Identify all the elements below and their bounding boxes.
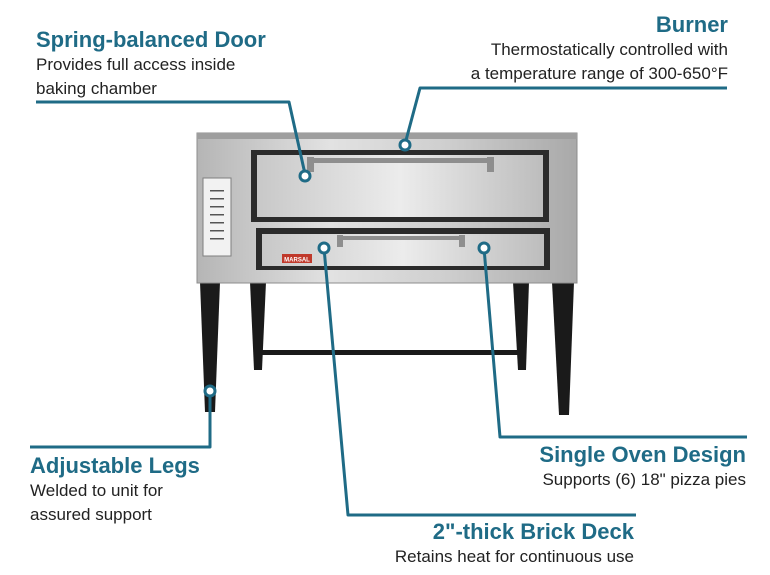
legs-leader <box>30 393 212 449</box>
leader-dots <box>203 138 491 398</box>
oven-top-strip <box>197 133 577 139</box>
upper-handle-bracket-right <box>487 157 494 172</box>
lower-door-handle <box>340 236 462 240</box>
burner-desc-line-2: a temperature range of 300-650°F <box>470 64 728 83</box>
brick-deck-dot <box>317 241 331 255</box>
door-leader <box>36 100 307 175</box>
single-oven-title: Single Oven Design <box>539 442 746 467</box>
door-desc-line-1: Provides full access inside <box>36 55 236 74</box>
leader-lines <box>30 86 747 517</box>
burner-desc-line-1: Thermostatically controlled with <box>490 40 728 59</box>
burner-title: Burner <box>655 12 728 37</box>
door-desc-line-2: baking chamber <box>36 79 157 98</box>
single-oven-desc-line-1: Supports (6) 18" pizza pies <box>542 470 746 489</box>
upper-handle-bracket-left <box>307 157 314 172</box>
lower-handle-bracket-left <box>337 235 343 247</box>
brick-deck-callout: 2"-thick Brick Deck Retains heat for con… <box>395 519 634 569</box>
brand-badge: MARSAL <box>284 258 310 264</box>
leg-front-right <box>552 282 574 415</box>
brick-deck-leader <box>322 247 636 517</box>
upper-door-handle <box>310 158 490 163</box>
single-oven-dot <box>477 241 491 255</box>
burner-callout: Burner Thermostatically controlled with … <box>471 12 728 86</box>
door-title: Spring-balanced Door <box>36 27 266 52</box>
upper-door <box>257 155 543 217</box>
single-oven-leader <box>482 247 747 439</box>
burner-leader <box>403 86 727 145</box>
leg-rear-right <box>513 282 529 370</box>
lower-handle-bracket-right <box>459 235 465 247</box>
brand-badge-plate <box>282 254 312 263</box>
oven: MARSAL <box>196 132 578 415</box>
legs-dot <box>203 384 217 398</box>
leg-front-left <box>200 282 220 412</box>
single-oven-callout: Single Oven Design Supports (6) 18" pizz… <box>539 442 746 492</box>
legs-callout: Adjustable Legs Welded to unit for assur… <box>30 453 200 527</box>
leg-crossbar <box>262 350 520 355</box>
brick-deck-desc-line-1: Retains heat for continuous use <box>394 547 634 566</box>
brick-deck-title: 2"-thick Brick Deck <box>432 519 634 544</box>
burner-dot <box>398 138 412 152</box>
door-dot <box>298 169 312 183</box>
leg-rear-left <box>250 282 266 370</box>
control-panel-ticks <box>210 190 224 240</box>
legs-title: Adjustable Legs <box>30 453 200 478</box>
door-callout: Spring-balanced Door Provides full acces… <box>36 27 266 101</box>
legs-desc-line-2: assured support <box>30 505 152 524</box>
control-panel <box>202 177 232 257</box>
legs-desc-line-1: Welded to unit for <box>30 481 163 500</box>
